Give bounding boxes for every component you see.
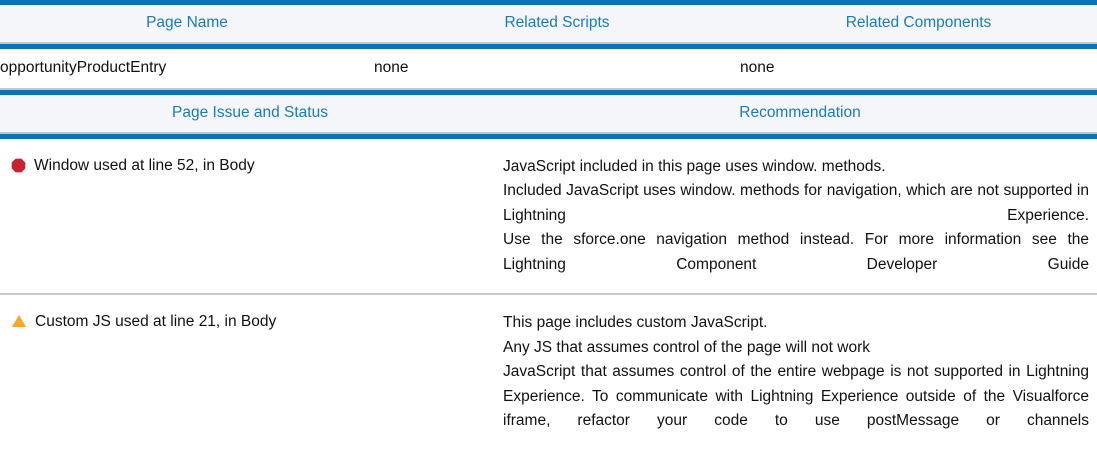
recommendation-text: JavaScript included in this page uses wi… (503, 155, 1089, 277)
column-header-page-issue-and-status: Page Issue and Status (172, 104, 328, 121)
summary-table-top-border (0, 0, 1097, 5)
issues-header-row: Page Issue and Status Recommendation (0, 95, 1097, 132)
recommendation-line: JavaScript included in this page uses wi… (503, 158, 886, 175)
table-row: Custom JS used at line 21, in Body This … (0, 295, 1097, 449)
column-header-related-scripts: Related Scripts (504, 14, 610, 31)
issue-status-label: Window used at line 52, in Body (11, 156, 490, 175)
issue-status-label: Custom JS used at line 21, in Body (11, 312, 490, 331)
recommendation-line: JavaScript that assumes control of the e… (503, 363, 1089, 430)
summary-body-divider-blue (0, 90, 1097, 95)
cell-page-issue-and-status: Window used at line 52, in Body (0, 139, 500, 293)
summary-table-body: opportunityProductEntry none none (0, 49, 1097, 88)
row-divider-line (0, 293, 1097, 296)
issues-header-divider-blue (0, 134, 1097, 139)
recommendation-line: Included JavaScript uses window. methods… (503, 182, 1089, 224)
cell-related-scripts: none (374, 59, 409, 76)
summary-body-divider-grey (0, 88, 1097, 90)
issues-table-header: Page Issue and Status Recommendation (0, 95, 1097, 132)
recommendation-line: This page includes custom JavaScript. (503, 314, 768, 332)
recommendation-line: Any JS that assumes control of the page … (503, 338, 871, 356)
issues-table: Window used at line 52, in Body JavaScri… (0, 139, 1097, 450)
summary-header-row: Page Name Related Scripts Related Compon… (0, 5, 1097, 42)
recommendation-text: This page includes custom JavaScript. An… (503, 311, 1089, 433)
summary-header-divider-blue (0, 44, 1097, 49)
lightning-readiness-report: Page Name Related Scripts Related Compon… (0, 0, 1097, 450)
cell-related-components: none (740, 59, 775, 76)
recommendation-line: Use the sforce.one navigation method ins… (503, 231, 1089, 273)
cell-page-name: opportunityProductEntry (0, 59, 167, 76)
issues-header-divider-grey (0, 132, 1097, 134)
table-row: Window used at line 52, in Body JavaScri… (0, 139, 1097, 293)
summary-table: Page Name Related Scripts Related Compon… (0, 5, 1097, 42)
cell-recommendation: This page includes custom JavaScript. An… (500, 295, 1097, 449)
summary-header-divider-grey (0, 42, 1097, 44)
column-header-recommendation: Recommendation (739, 104, 861, 121)
table-row: opportunityProductEntry none none (0, 49, 1097, 88)
cell-page-issue-and-status: Custom JS used at line 21, in Body (0, 295, 500, 449)
cell-recommendation: JavaScript included in this page uses wi… (500, 139, 1097, 293)
issue-text: Window used at line 52, in Body (34, 157, 255, 174)
stop-octagon-icon (11, 158, 26, 173)
warning-triangle-icon (11, 314, 27, 328)
issues-row-divider (0, 293, 1097, 296)
column-header-related-components: Related Components (845, 14, 992, 31)
issue-text: Custom JS used at line 21, in Body (35, 313, 277, 331)
column-header-page-name: Page Name (146, 14, 228, 31)
